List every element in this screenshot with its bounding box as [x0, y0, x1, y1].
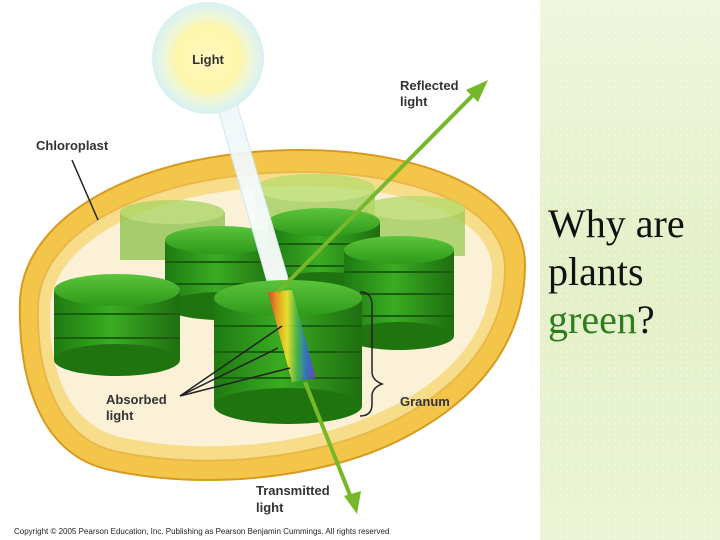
question-line-3: green? — [548, 296, 718, 344]
reflected-label-line1: Reflected — [400, 78, 459, 93]
transmitted-label-line1: Transmitted — [256, 483, 330, 498]
question-mark: ? — [637, 297, 655, 342]
absorbed-label-line1: Absorbed — [106, 392, 167, 407]
copyright-text: Copyright © 2005 Pearson Education, Inc.… — [14, 527, 389, 536]
question-line-1: Why are — [548, 200, 718, 248]
absorbed-label-line2: light — [106, 408, 134, 423]
question-word-green: green — [548, 297, 637, 342]
chloroplast-label: Chloroplast — [36, 138, 109, 153]
chloroplast-diagram: Light Reflected light Chloroplast Absorb… — [0, 0, 540, 540]
question-text: Why are plants green? — [548, 200, 718, 344]
light-label: Light — [192, 52, 224, 67]
question-line-2: plants — [548, 248, 718, 296]
transmitted-label-line2: light — [256, 500, 284, 515]
reflected-label-line2: light — [400, 94, 428, 109]
granum-label: Granum — [400, 394, 450, 409]
granum-front-left — [54, 274, 180, 376]
transmitted-arrowhead-icon — [344, 491, 361, 514]
side-panel: Why are plants green? — [540, 0, 720, 540]
